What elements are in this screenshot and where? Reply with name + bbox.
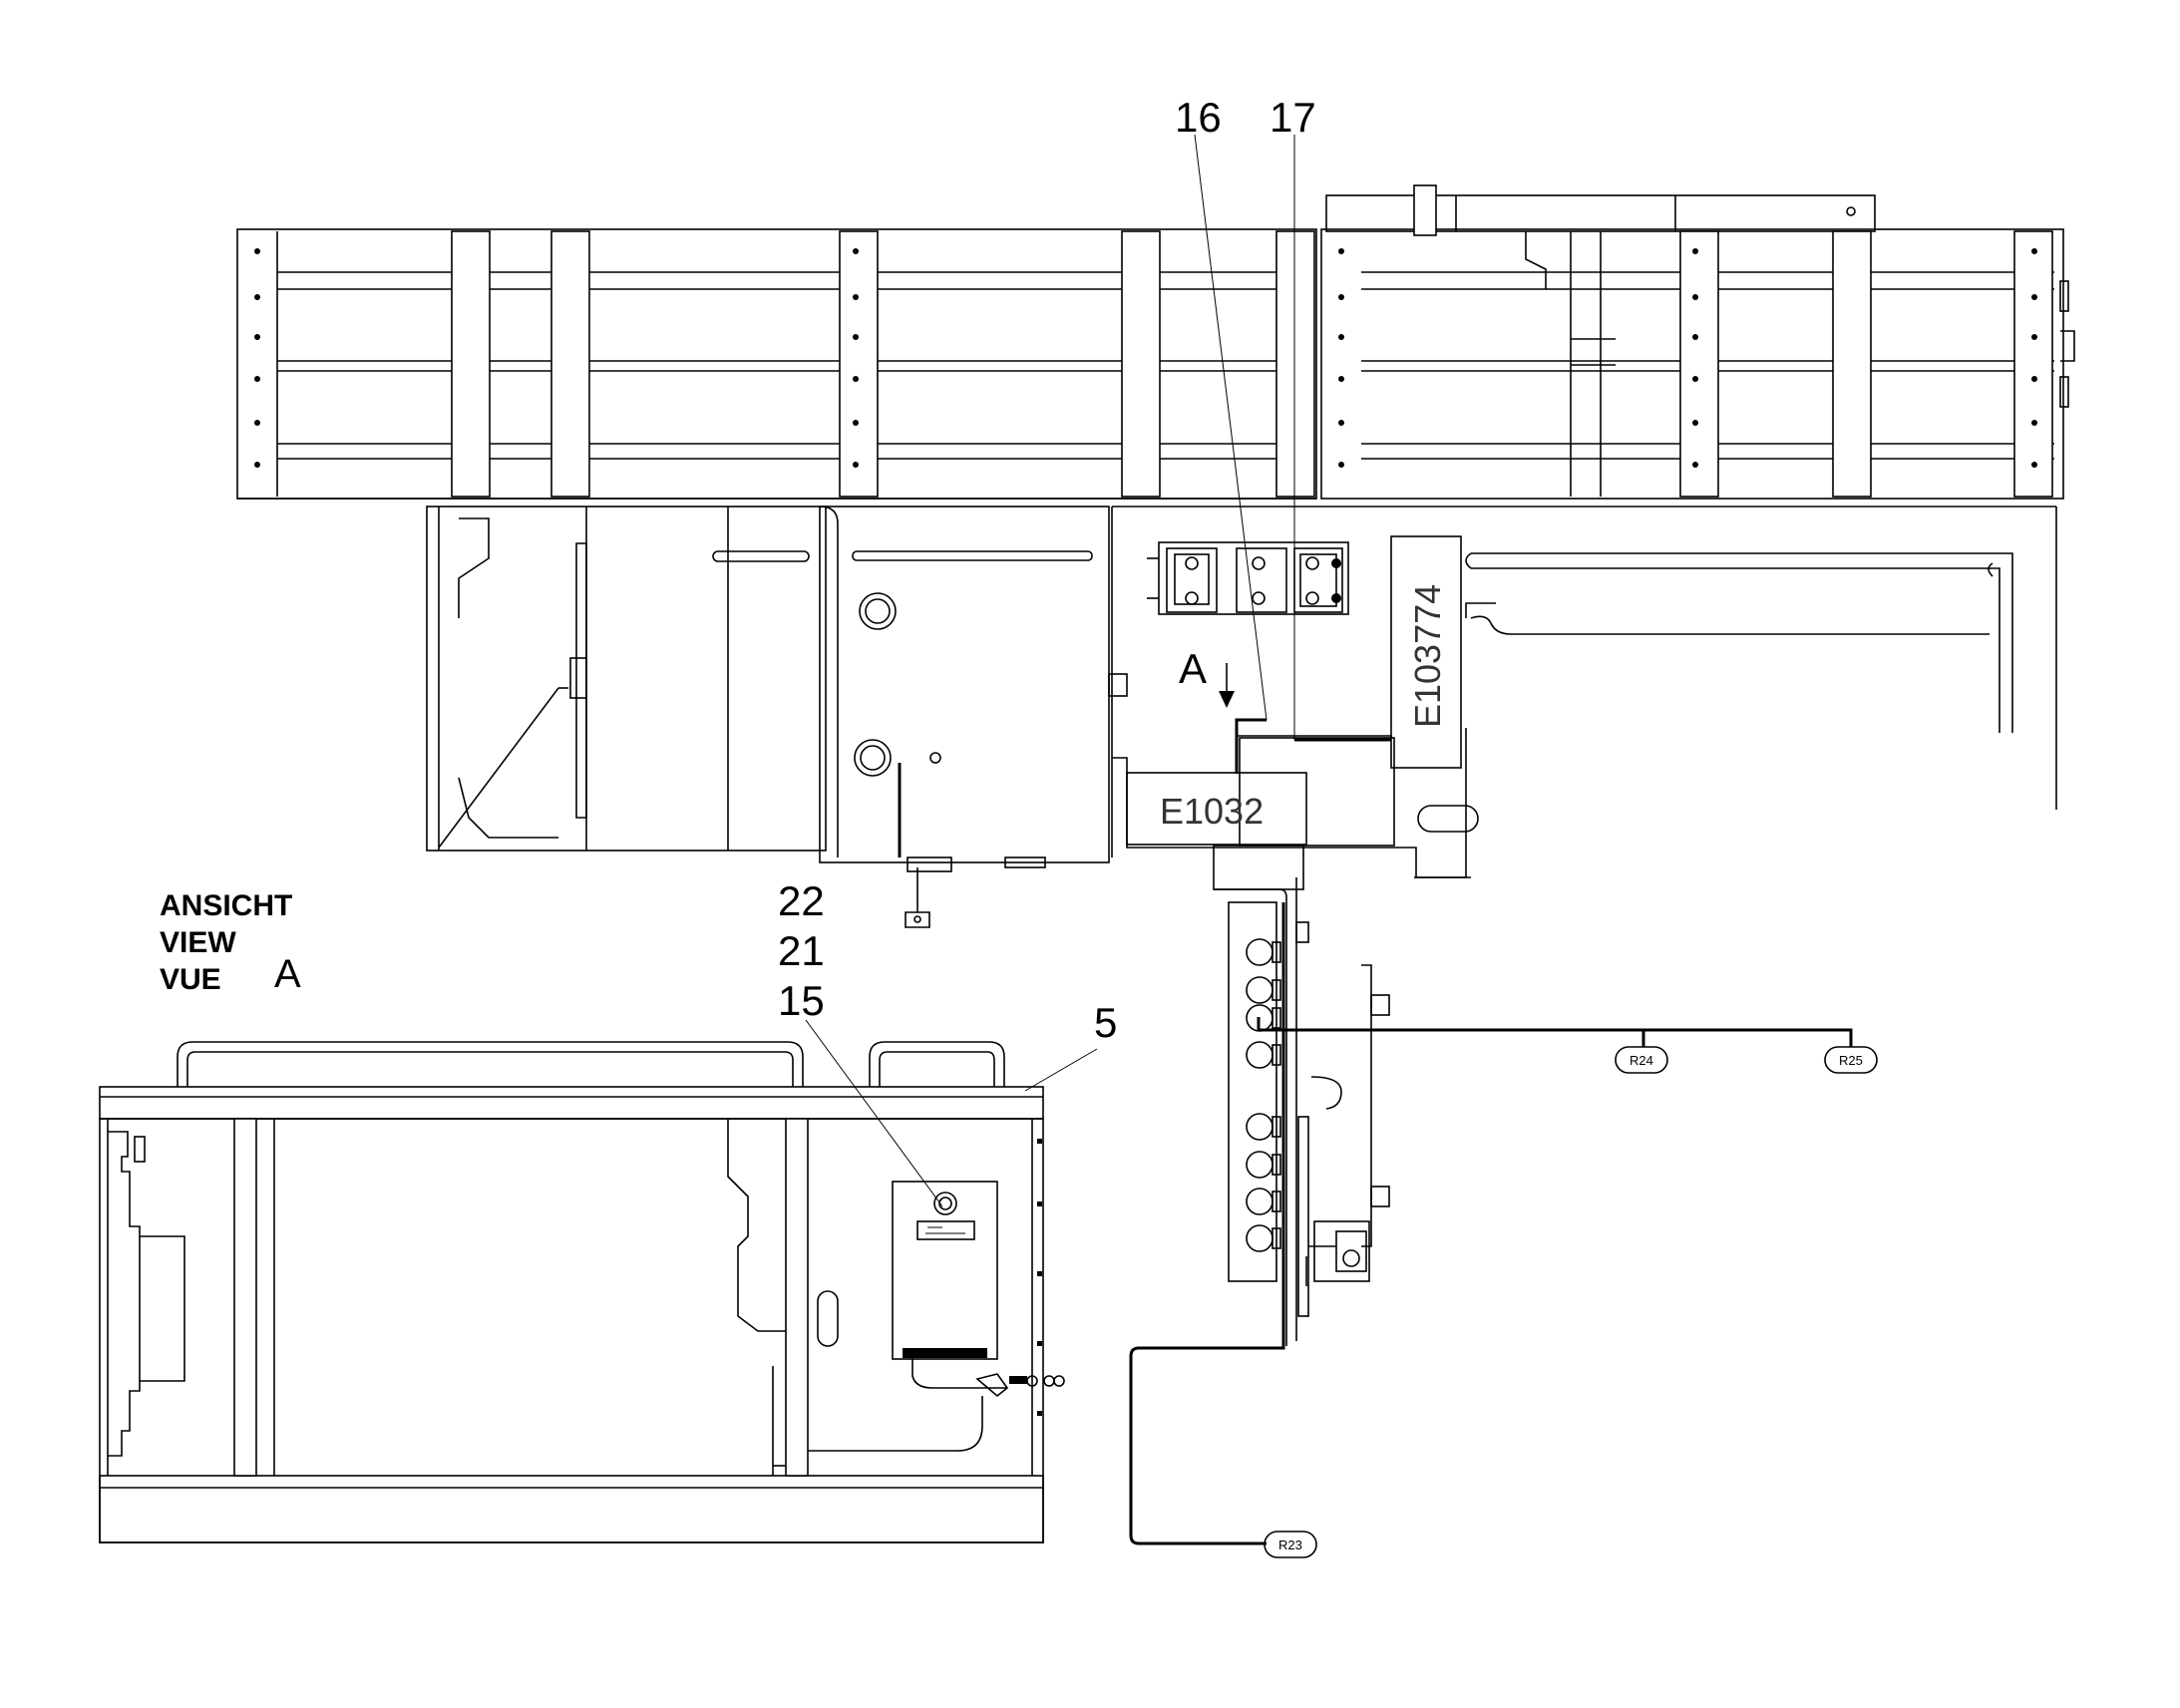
- callout-16: 16: [1175, 94, 1222, 141]
- callout-21: 21: [778, 927, 825, 974]
- tag-e1032: E1032: [1160, 791, 1264, 832]
- leader-lines-top: [1194, 134, 1391, 774]
- cable-harness-right: R24 R25: [1257, 1017, 1878, 1074]
- view-a-enclosure: [99, 1041, 1044, 1543]
- leader-lines-view-a: [805, 1019, 1098, 1207]
- connector-column-lower: [1246, 1113, 1281, 1252]
- view-title-de: ANSICHT: [160, 889, 292, 922]
- connector-r23-label: R23: [1278, 1537, 1302, 1552]
- right-structure: E103774 E1032: [1111, 506, 2057, 878]
- view-letter: A: [274, 952, 301, 996]
- view-title-fr: VUE: [160, 963, 221, 996]
- cabin-block: [426, 506, 827, 852]
- callout-5: 5: [1094, 999, 1117, 1046]
- connector-column-upper: [1246, 938, 1281, 1069]
- callout-15: 15: [778, 977, 825, 1024]
- view-arrow-a: A: [1179, 645, 1235, 708]
- left-rail-frame: [236, 228, 1317, 500]
- callout-17: 17: [1270, 94, 1316, 141]
- tag-e103774: E103774: [1407, 584, 1448, 728]
- view-title-en: VIEW: [160, 926, 236, 959]
- view-arrow-label: A: [1179, 645, 1207, 692]
- connector-strip: [1213, 845, 1390, 1346]
- right-rail-frame: [1320, 184, 2075, 500]
- view-header: ANSICHT VIEW VUE A: [160, 889, 301, 996]
- cable-harness-bottom: R23: [1129, 902, 1317, 1558]
- connector-r25-label: R25: [1839, 1053, 1863, 1068]
- switch-box: [892, 1181, 1065, 1398]
- tank-box: [819, 506, 1128, 928]
- callout-22: 22: [778, 877, 825, 924]
- connector-r24-label: R24: [1630, 1053, 1653, 1068]
